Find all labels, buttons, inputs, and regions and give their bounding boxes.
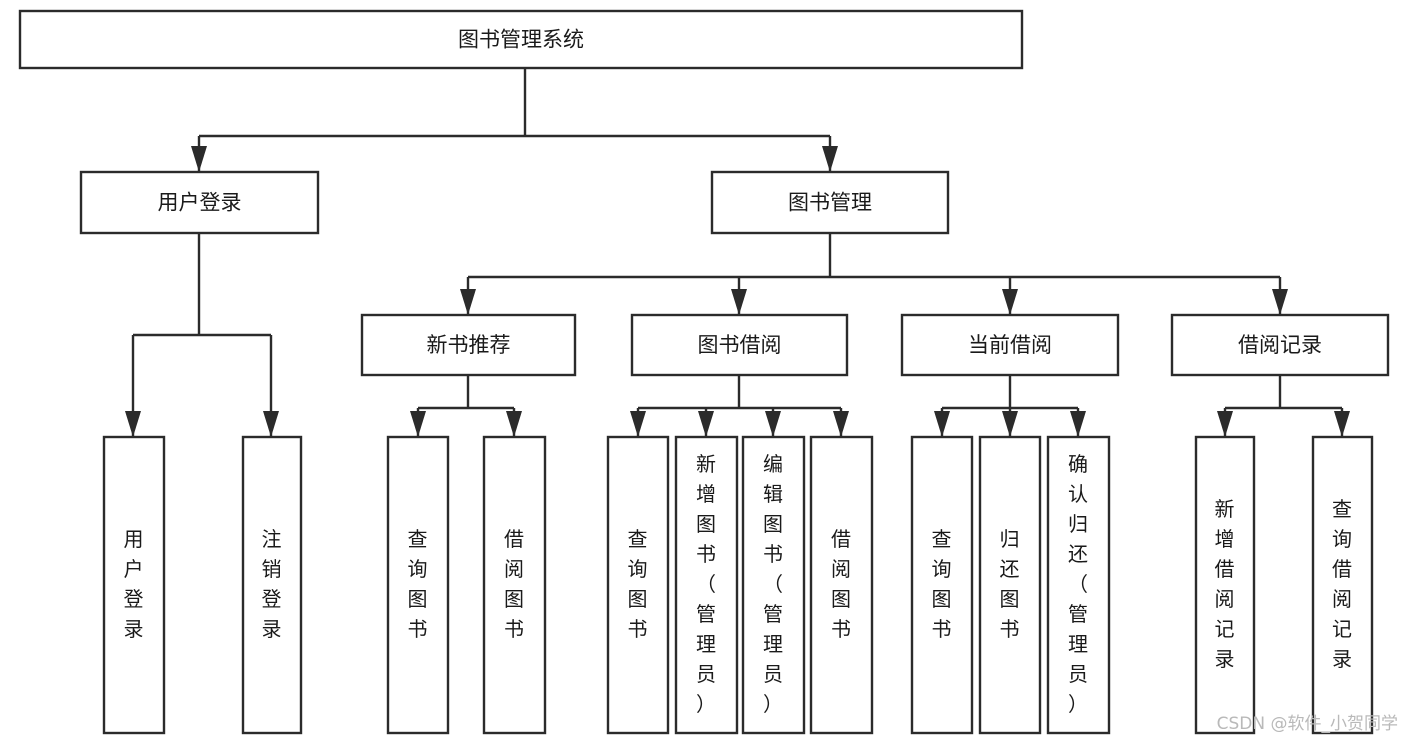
node-root-box	[18, 9, 1024, 70]
node-leaf-user-login-box	[102, 435, 166, 735]
book-management-to-level3-arrowhead-3	[1272, 289, 1288, 315]
node-leaf-edit-book-box	[741, 435, 806, 735]
node-leaf-query-book-recommend-label: 查询图书	[408, 527, 429, 641]
node-leaf-edit-book-label: 编辑图书（管理员）	[763, 452, 784, 716]
node-current-borrow-box	[900, 313, 1120, 377]
node-book-borrow-box	[630, 313, 849, 377]
node-root-label: 图书管理系统	[458, 28, 584, 52]
root-to-level2-arrowhead-0	[191, 146, 207, 172]
node-leaf-return-book[interactable]: 归还图书	[978, 435, 1042, 735]
node-leaf-user-login[interactable]: 用户登录	[102, 435, 166, 735]
current-borrow-to-leaves-arrowhead-1	[1002, 411, 1018, 437]
node-new-book-recommend-label: 新书推荐	[427, 333, 511, 357]
node-leaf-return-book-box	[978, 435, 1042, 735]
borrow-record-to-leaves-arrowhead-0	[1217, 411, 1233, 437]
current-borrow-to-leaves-arrowhead-0	[934, 411, 950, 437]
node-book-management[interactable]: 图书管理	[710, 170, 950, 235]
node-leaf-query-borrow-record-label: 查询借阅记录	[1332, 497, 1353, 671]
node-leaf-query-book-borrow[interactable]: 查询图书	[606, 435, 670, 735]
node-leaf-return-book-label: 归还图书	[1000, 527, 1021, 641]
node-leaf-confirm-return[interactable]: 确认归还（管理员）	[1046, 435, 1111, 735]
current-borrow-to-leaves-arrowhead-2	[1070, 411, 1086, 437]
node-user-login-label: 用户登录	[158, 191, 242, 215]
node-new-book-recommend-box	[360, 313, 577, 377]
node-leaf-confirm-return-label: 确认归还（管理员）	[1068, 452, 1089, 716]
book-management-to-level3-arrowhead-0	[460, 289, 476, 315]
node-book-management-box	[710, 170, 950, 235]
node-leaf-add-borrow-record-box	[1194, 435, 1256, 735]
nodes-layer: 图书管理系统用户登录图书管理新书推荐图书借阅当前借阅借阅记录用户登录注销登录查询…	[18, 9, 1390, 735]
node-leaf-add-book-box	[674, 435, 739, 735]
node-leaf-query-book-borrow-box	[606, 435, 670, 735]
node-leaf-query-borrow-record[interactable]: 查询借阅记录	[1311, 435, 1374, 735]
node-leaf-query-borrow-record-box	[1311, 435, 1374, 735]
node-borrow-record-label: 借阅记录	[1238, 333, 1322, 357]
node-leaf-confirm-return-box	[1046, 435, 1111, 735]
node-leaf-query-book-recommend-box	[386, 435, 450, 735]
node-leaf-query-book-current-label: 查询图书	[932, 527, 953, 641]
node-leaf-user-login-label: 用户登录	[124, 527, 145, 641]
node-leaf-borrow-book[interactable]: 借阅图书	[809, 435, 874, 735]
node-root[interactable]: 图书管理系统	[18, 9, 1024, 70]
book-management-to-level3-arrowhead-1	[731, 289, 747, 315]
node-leaf-borrow-book-recommend[interactable]: 借阅图书	[482, 435, 547, 735]
node-leaf-borrow-book-box	[809, 435, 874, 735]
user-login-to-leaves-arrowhead-0	[125, 411, 141, 437]
csdn-watermark: CSDN @软件_小贺同学	[1217, 714, 1398, 734]
node-leaf-borrow-book-recommend-label: 借阅图书	[504, 527, 525, 641]
node-borrow-record[interactable]: 借阅记录	[1170, 313, 1390, 377]
node-leaf-query-book-current[interactable]: 查询图书	[910, 435, 974, 735]
borrow-record-to-leaves-arrowhead-1	[1334, 411, 1350, 437]
node-borrow-record-box	[1170, 313, 1390, 377]
node-book-borrow-label: 图书借阅	[698, 333, 782, 357]
book-borrow-to-leaves-arrowhead-1	[698, 411, 714, 437]
root-to-level2-arrowhead-1	[822, 146, 838, 172]
node-new-book-recommend[interactable]: 新书推荐	[360, 313, 577, 377]
node-leaf-edit-book[interactable]: 编辑图书（管理员）	[741, 435, 806, 735]
node-current-borrow-label: 当前借阅	[968, 333, 1052, 357]
new-book-recommend-to-leaves-arrowhead-0	[410, 411, 426, 437]
new-book-recommend-to-leaves-arrowhead-1	[506, 411, 522, 437]
user-login-to-leaves-arrowhead-1	[263, 411, 279, 437]
node-leaf-borrow-book-label: 借阅图书	[831, 527, 852, 641]
node-leaf-logout-box	[241, 435, 303, 735]
node-leaf-logout-label: 注销登录	[262, 527, 283, 641]
node-user-login[interactable]: 用户登录	[79, 170, 320, 235]
node-leaf-add-borrow-record[interactable]: 新增借阅记录	[1194, 435, 1256, 735]
node-user-login-box	[79, 170, 320, 235]
node-leaf-add-book[interactable]: 新增图书（管理员）	[674, 435, 739, 735]
connectors-layer	[125, 68, 1350, 437]
book-borrow-to-leaves-arrowhead-3	[833, 411, 849, 437]
node-leaf-add-book-label: 新增图书（管理员）	[696, 452, 717, 716]
book-borrow-to-leaves-arrowhead-2	[765, 411, 781, 437]
node-leaf-query-book-borrow-label: 查询图书	[628, 527, 649, 641]
node-current-borrow[interactable]: 当前借阅	[900, 313, 1120, 377]
node-leaf-query-book-recommend[interactable]: 查询图书	[386, 435, 450, 735]
node-leaf-logout[interactable]: 注销登录	[241, 435, 303, 735]
book-management-to-level3-arrowhead-2	[1002, 289, 1018, 315]
node-book-management-label: 图书管理	[788, 191, 872, 215]
node-leaf-query-book-current-box	[910, 435, 974, 735]
node-book-borrow[interactable]: 图书借阅	[630, 313, 849, 377]
book-borrow-to-leaves-arrowhead-0	[630, 411, 646, 437]
node-leaf-borrow-book-recommend-box	[482, 435, 547, 735]
node-leaf-add-borrow-record-label: 新增借阅记录	[1215, 497, 1236, 671]
